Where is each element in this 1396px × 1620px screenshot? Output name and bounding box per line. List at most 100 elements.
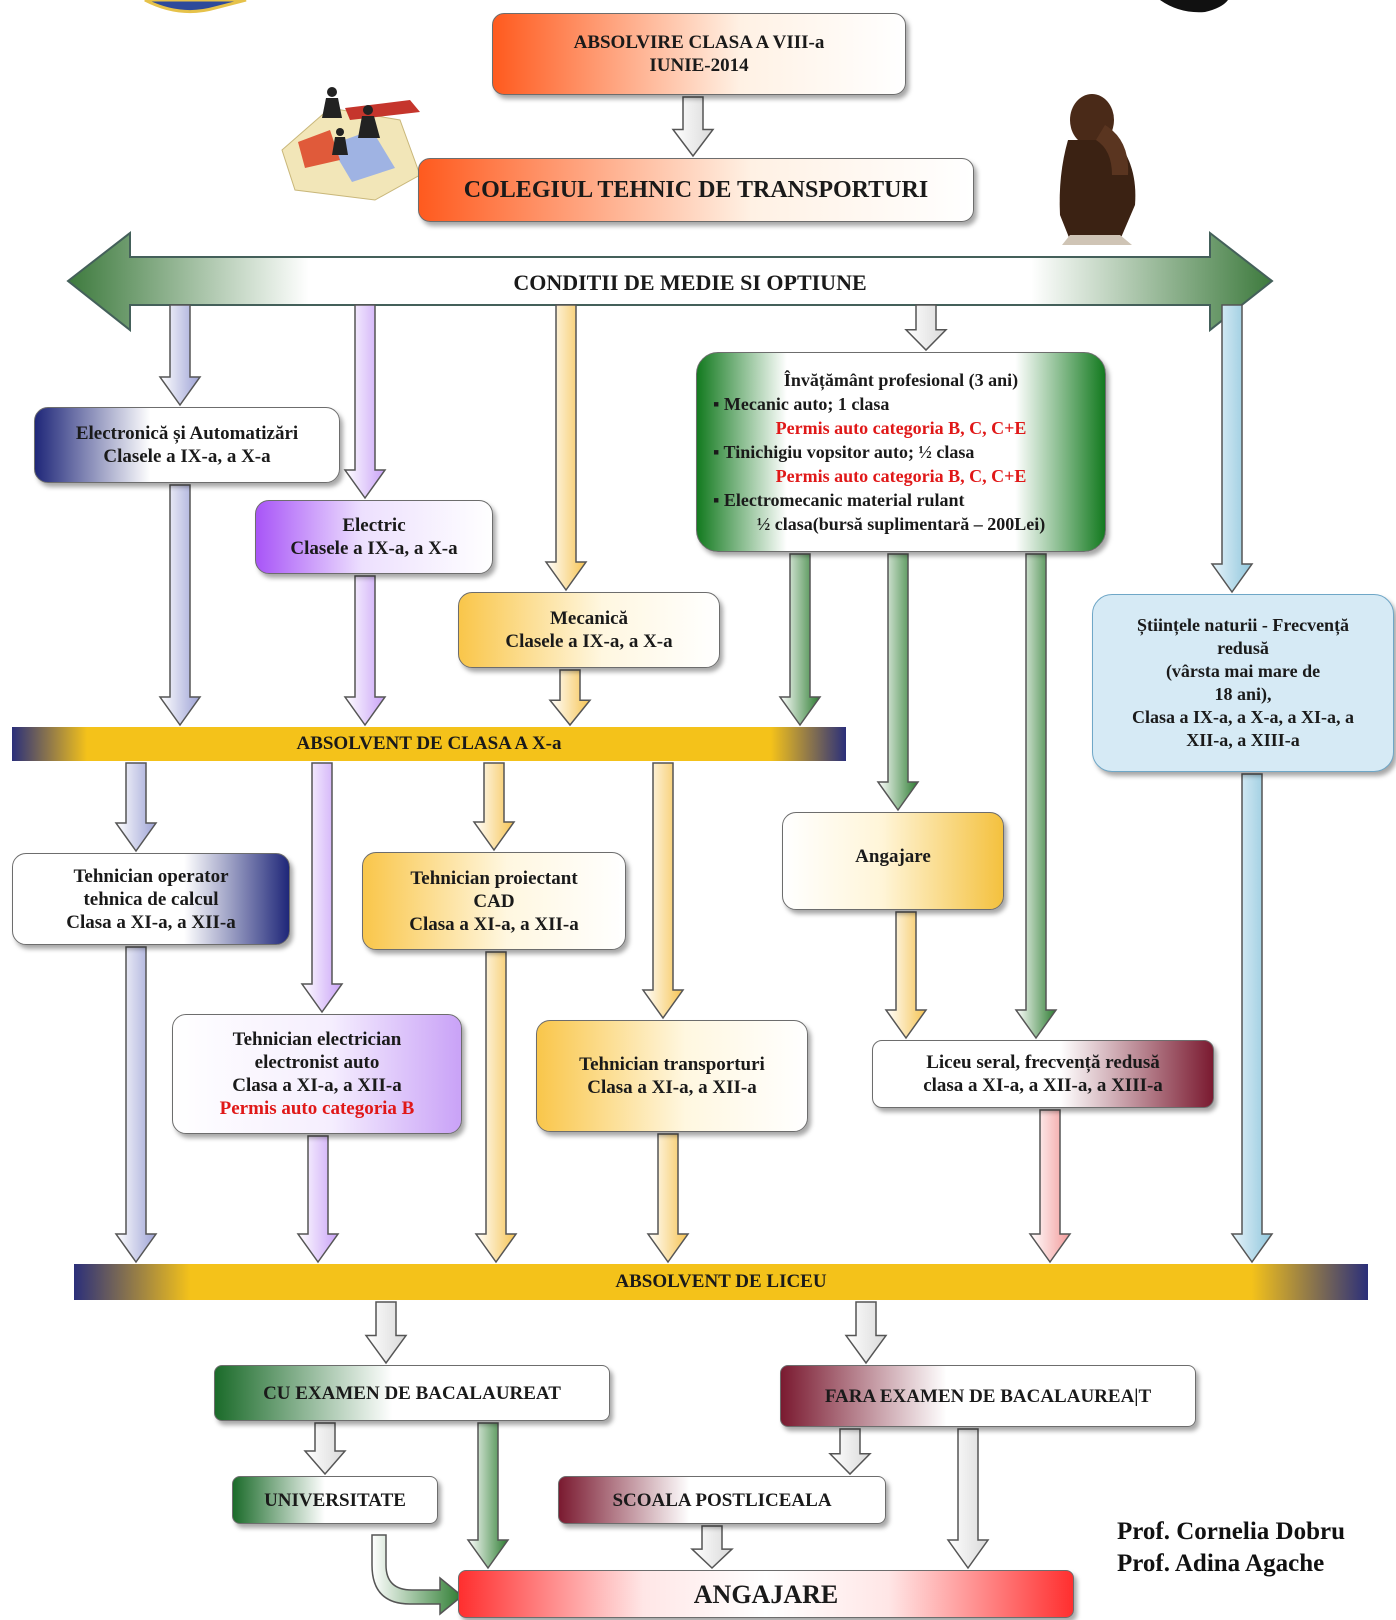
- arrow-header-to-school: [671, 96, 715, 158]
- arrow-absl-cubac: [364, 1301, 408, 1365]
- arrow-cond-stiinte: [1210, 304, 1254, 594]
- arrow-electronica-absx: [158, 484, 202, 727]
- operator-line1: Tehnician operator: [73, 865, 229, 887]
- operator-line3: Clasa a XI-a, a XII-a: [66, 911, 236, 933]
- cu-bac-label: CU EXAMEN DE BACALAUREAT: [263, 1382, 561, 1404]
- arrow-profesional-angajare: [876, 553, 920, 812]
- arrow-absl-farabac: [844, 1301, 888, 1365]
- operator-line2: tehnica de calcul: [83, 888, 219, 910]
- stiinte-line4: 18 ani),: [1214, 684, 1272, 704]
- electrician-box: Tehnician electrician electronist auto C…: [172, 1014, 462, 1134]
- transporturi-line1: Tehnician transporturi: [579, 1054, 765, 1075]
- arrow-farabac-angajare: [946, 1428, 990, 1570]
- stiinte-line3: (vârsta mai mare de: [1165, 661, 1321, 681]
- proiectant-box: Tehnician proiectant CAD Clasa a XI-a, a…: [362, 852, 626, 950]
- postliceala-label: SCOALA POSTLICEALA: [612, 1489, 832, 1511]
- stiinte-line5: Clasa a IX-a, a X-a, a XI-a, a: [1132, 707, 1354, 727]
- mecanica-line2: Clasele a IX-a, a X-a: [505, 631, 673, 652]
- seral-line2: clasa a XI-a, a XII-a, a XIII-a: [923, 1075, 1163, 1096]
- school-box: COLEGIUL TEHNIC DE TRANSPORTURI: [418, 158, 974, 222]
- angajare-mid-box: Angajare: [782, 812, 1004, 910]
- fara-bac-box: FARA EXAMEN DE BACALAUREA|T: [780, 1365, 1196, 1427]
- stiinte-line2: redusă: [1217, 638, 1269, 658]
- arrow-cubac-universitate: [303, 1422, 347, 1476]
- arrow-seral-absl: [1028, 1109, 1072, 1264]
- seral-box: Liceu seral, frecvență redusă clasa a XI…: [872, 1040, 1214, 1108]
- arrow-electric-absx: [343, 575, 387, 727]
- conditions-label: CONDITII DE MEDIE SI OPTIUNE: [513, 270, 867, 295]
- proiectant-line3: Clasa a XI-a, a XII-a: [409, 913, 579, 935]
- arrow-electrician-absl: [296, 1135, 340, 1264]
- arrow-profesional-absx: [778, 553, 822, 727]
- seral-line1: Liceu seral, frecvență redusă: [926, 1052, 1160, 1073]
- curved-arrow-universitate: [371, 1534, 464, 1616]
- arrow-mecanica-absx: [548, 669, 592, 727]
- transporturi-line2: Clasa a XI-a, a XII-a: [587, 1077, 757, 1098]
- universitate-label: UNIVERSITATE: [264, 1489, 406, 1511]
- puzzle-figures-icon: [281, 87, 421, 201]
- arrow-cond-mecanica: [544, 304, 588, 592]
- arrow-stiinte-absl: [1230, 773, 1274, 1264]
- arrow-postliceala-angajare: [690, 1525, 734, 1570]
- fara-bac-label: FARA EXAMEN DE BACALAUREA|T: [824, 1385, 1152, 1407]
- stiinte-box: Științele naturii - Frecvență redusă (vâ…: [1092, 594, 1394, 772]
- arrow-angajare-seral: [884, 911, 928, 1040]
- arrow-transporturi-absl: [646, 1133, 690, 1264]
- universitate-box: UNIVERSITATE: [232, 1476, 438, 1524]
- arrow-cond-profesional: [904, 304, 948, 352]
- logo-left-icon: [144, 0, 247, 14]
- arrow-cond-electric: [343, 304, 387, 500]
- thinker-statue-icon: [1059, 94, 1136, 245]
- transporturi-box: Tehnician transporturi Clasa a XI-a, a X…: [536, 1020, 808, 1132]
- electric-line1: Electric: [342, 515, 406, 536]
- arrow-absx-electrician: [300, 762, 344, 1014]
- profesional-line1: ▪ Mecanic auto; 1 clasa: [713, 394, 890, 414]
- arrow-operator-absl: [114, 946, 158, 1264]
- proiectant-line1: Tehnician proiectant: [410, 867, 578, 889]
- electrician-line3: Clasa a XI-a, a XII-a: [232, 1075, 402, 1096]
- absolvent-liceu-label: ABSOLVENT DE LICEU: [615, 1271, 827, 1292]
- arrow-farabac-postliceala: [828, 1428, 872, 1476]
- school-name: COLEGIUL TEHNIC DE TRANSPORTURI: [463, 176, 929, 203]
- signature-block: Prof. Cornelia Dobru Prof. Adina Agache: [1117, 1516, 1345, 1580]
- arrow-absx-proiectant: [472, 762, 516, 852]
- profesional-line6: ½ clasa(bursă suplimentară – 200Lei): [756, 514, 1046, 534]
- stiinte-line1: Științele naturii - Frecvență: [1136, 615, 1350, 635]
- electronica-box: Electronică și Automatizări Clasele a IX…: [34, 407, 340, 483]
- angajare-final-box: ANGAJARE: [458, 1570, 1074, 1618]
- signature-line2: Prof. Adina Agache: [1117, 1550, 1325, 1577]
- proiectant-line2: CAD: [473, 890, 515, 912]
- arrow-profesional-seral: [1014, 553, 1058, 1040]
- arrow-proiectant-absl: [474, 951, 518, 1264]
- electric-box: Electric Clasele a IX-a, a X-a: [255, 500, 493, 574]
- header-line1: ABSOLVIRE CLASA A VIII-a: [573, 32, 825, 53]
- absolvent-liceu-bar: ABSOLVENT DE LICEU: [74, 1264, 1368, 1300]
- electrician-line2: electronist auto: [254, 1052, 380, 1073]
- profesional-line5: ▪ Electromecanic material rulant: [713, 490, 965, 510]
- header-line2: IUNIE-2014: [649, 55, 749, 76]
- profesional-box: Învățământ profesional (3 ani) ▪ Mecanic…: [696, 352, 1106, 552]
- logo-right-icon: [1160, 0, 1228, 13]
- profesional-line3: ▪ Tinichigiu vopsitor auto; ½ clasa: [713, 442, 975, 462]
- profesional-line4: Permis auto categoria B, C, C+E: [775, 466, 1027, 486]
- header-box: ABSOLVIRE CLASA A VIII-a IUNIE-2014: [492, 13, 906, 95]
- mecanica-box: Mecanică Clasele a IX-a, a X-a: [458, 592, 720, 668]
- arrow-cubac-angajare: [466, 1422, 510, 1570]
- operator-box: Tehnician operator tehnica de calcul Cla…: [12, 853, 290, 945]
- signature-line1: Prof. Cornelia Dobru: [1117, 1518, 1345, 1545]
- electronica-line2: Clasele a IX-a, a X-a: [103, 446, 271, 467]
- mecanica-line1: Mecanică: [549, 608, 629, 629]
- electronica-line1: Electronică și Automatizări: [75, 423, 299, 444]
- electrician-line4: Permis auto categoria B: [219, 1098, 415, 1119]
- electrician-line1: Tehnician electrician: [232, 1029, 402, 1050]
- stiinte-line6: XII-a, a XIII-a: [1186, 730, 1300, 750]
- absolvent-x-label: ABSOLVENT DE CLASA A X-a: [296, 733, 562, 754]
- electric-line2: Clasele a IX-a, a X-a: [290, 538, 458, 559]
- cu-bac-box: CU EXAMEN DE BACALAUREAT: [214, 1365, 610, 1421]
- profesional-line2: Permis auto categoria B, C, C+E: [775, 418, 1027, 438]
- arrow-cond-electronica: [158, 304, 202, 407]
- arrow-absx-transporturi: [641, 762, 685, 1020]
- absolvent-x-bar: ABSOLVENT DE CLASA A X-a: [12, 727, 846, 761]
- angajare-mid-label: Angajare: [855, 846, 931, 867]
